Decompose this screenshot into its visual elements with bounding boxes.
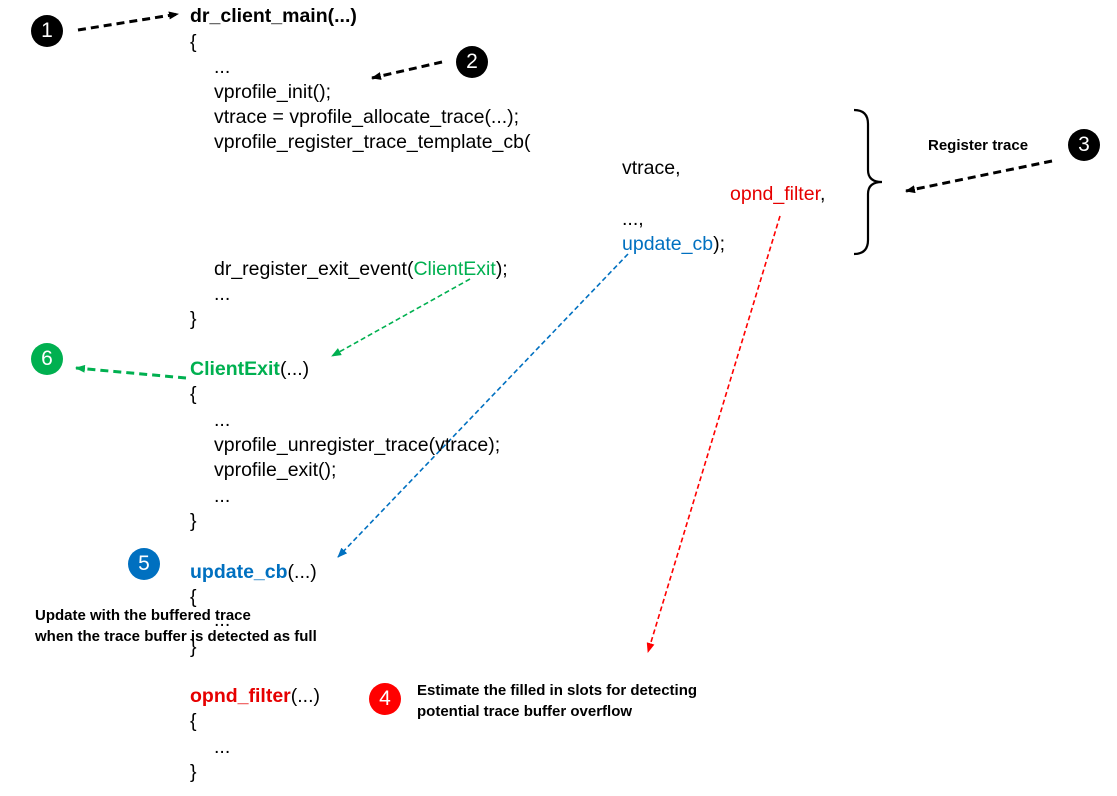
updatecb-name: update_cb	[190, 561, 288, 583]
arrow-updatecb-to-def	[337, 253, 629, 558]
main-open-brace: {	[190, 31, 197, 53]
clientexit-exit-line: vprofile_exit();	[214, 459, 337, 481]
main-register-line: vprofile_register_trace_template_cb(	[214, 131, 531, 153]
register-arg-filter: opnd_filter,	[730, 182, 825, 206]
arrow-clientexit-to-6	[75, 364, 187, 380]
clientexit-ellipsis-1: ...	[214, 409, 231, 431]
register-brace	[853, 108, 883, 256]
filter-signature: opnd_filter(...)	[190, 684, 320, 708]
note-estimate-line-2: potential trace buffer overflow	[417, 703, 633, 720]
exit-reg-prefix: dr_register_exit_event(	[214, 258, 414, 280]
note-update-line-2: when the trace buffer is detected as ful…	[35, 628, 317, 645]
arrow-2-to-init	[371, 60, 443, 80]
step-marker-4: 4	[369, 683, 401, 715]
main-ellipsis-2: ...	[214, 283, 231, 305]
clientexit-signature: ClientExit(...)	[190, 357, 309, 381]
exit-reg-name: ClientExit	[413, 258, 496, 280]
clientexit-name: ClientExit	[190, 358, 280, 380]
note-register-trace: Register trace	[928, 137, 1029, 154]
filter-name: opnd_filter	[190, 685, 291, 707]
arrow-exitreg-to-clientexit	[331, 278, 471, 357]
main-close-brace: }	[190, 308, 197, 330]
updatecb-open-brace: {	[190, 586, 197, 608]
arrow-1-to-main	[77, 11, 179, 32]
filter-ellipsis: ...	[214, 736, 231, 758]
note-estimate-line-1: Estimate the filled in slots for detecti…	[417, 682, 698, 699]
exit-reg-suffix: );	[495, 258, 508, 280]
main-ellipsis-1: ...	[214, 56, 231, 78]
register-arg-filter-name: opnd_filter	[730, 183, 820, 205]
register-arg-dots: ...,	[622, 208, 644, 230]
register-arg-filter-comma: ,	[820, 183, 826, 205]
register-arg-update-name: update_cb	[622, 233, 714, 255]
clientexit-args: (...)	[279, 358, 310, 380]
register-arg-update: update_cb);	[622, 232, 725, 256]
step-marker-1: 1	[31, 15, 63, 47]
main-exit-reg-line: dr_register_exit_event(ClientExit);	[214, 257, 508, 281]
clientexit-open-brace: {	[190, 383, 197, 405]
main-init-line: vprofile_init();	[214, 81, 332, 103]
updatecb-close-brace: }	[190, 636, 197, 658]
filter-args: (...)	[290, 685, 320, 707]
main-signature: dr_client_main(...)	[190, 5, 357, 27]
arrow-filter-to-4	[646, 215, 781, 653]
step-marker-5: 5	[128, 548, 160, 580]
step-marker-2: 2	[456, 46, 488, 78]
register-arg-close: );	[713, 233, 726, 255]
arrow-3-to-bracket	[905, 159, 1053, 194]
note-update-line-1: Update with the buffered trace	[35, 607, 251, 624]
step-marker-3: 3	[1068, 129, 1100, 161]
main-alloc-line: vtrace = vprofile_allocate_trace(...);	[214, 106, 520, 128]
updatecb-signature: update_cb(...)	[190, 560, 317, 584]
updatecb-ellipsis: ...	[214, 609, 231, 631]
filter-close-brace: }	[190, 761, 197, 783]
clientexit-close-brace: }	[190, 510, 197, 532]
clientexit-ellipsis-2: ...	[214, 485, 231, 507]
filter-open-brace: {	[190, 710, 197, 732]
step-marker-6: 6	[31, 343, 63, 375]
register-arg-vtrace: vtrace,	[622, 157, 681, 179]
clientexit-unregister-line: vprofile_unregister_trace(vtrace);	[214, 434, 501, 456]
updatecb-args: (...)	[287, 561, 317, 583]
